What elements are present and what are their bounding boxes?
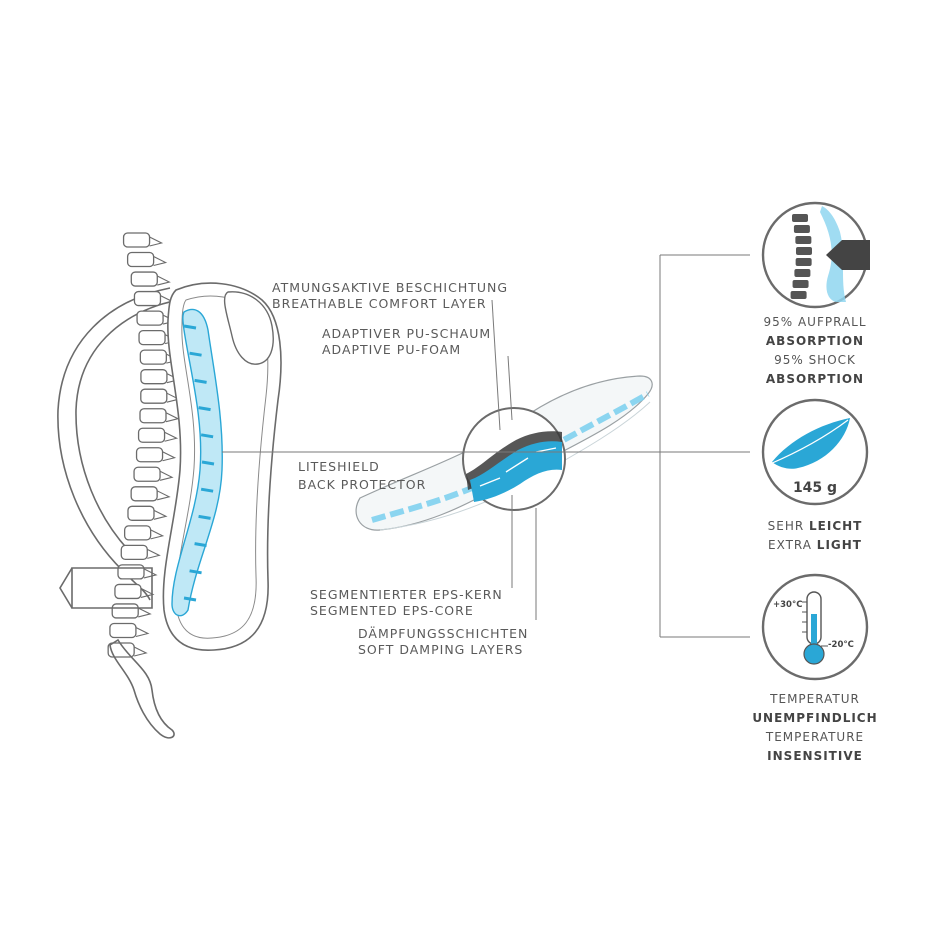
vertebra — [122, 232, 151, 248]
vertebra — [140, 369, 168, 385]
vertebra — [137, 427, 166, 443]
temperature-line1: TEMPERATUR — [770, 692, 860, 706]
mini-vertebra — [793, 225, 810, 233]
temp-cold-label: -20°C — [828, 640, 854, 650]
breathable-layer-en: BREATHABLE COMFORT LAYER — [272, 296, 487, 311]
temperature-text: TEMPERATUR UNEMPFINDLICH TEMPERATURE INS… — [735, 690, 895, 766]
damping-layers-en: SOFT DAMPING LAYERS — [358, 642, 524, 657]
absorption-line4: ABSORPTION — [765, 372, 865, 386]
mini-vertebra — [794, 269, 811, 277]
vertebra-process — [133, 646, 148, 657]
mini-vertebra — [795, 236, 812, 244]
product-name-line1: LITESHIELD — [298, 459, 380, 474]
vertebra-process — [156, 490, 171, 501]
absorption-line3: 95% SHOCK — [774, 353, 856, 367]
vertebra — [111, 603, 139, 619]
core-segment — [198, 514, 211, 520]
vertebrae-column — [107, 232, 181, 658]
core-segment — [194, 542, 207, 548]
vertebra-process — [159, 470, 174, 481]
absorption-text: 95% AUFPRALL ABSORPTION 95% SHOCK ABSORP… — [735, 313, 895, 389]
temperature-line4: INSENSITIVE — [767, 749, 863, 763]
absorption-line2: ABSORPTION — [765, 334, 865, 348]
vertebra — [139, 349, 167, 365]
vertebra-process — [140, 587, 155, 598]
core-segment — [198, 406, 211, 412]
product-name-line2: BACK PROTECTOR — [298, 477, 427, 492]
mini-spine — [790, 214, 812, 299]
vertebra-process — [150, 529, 165, 540]
vertebra-process — [162, 451, 177, 462]
vertebra — [123, 525, 152, 541]
core-segment — [201, 460, 215, 466]
protector-shell — [162, 282, 282, 651]
vertebra — [133, 290, 162, 307]
eps-core-de: SEGMENTIERTER EPS-KERN — [310, 587, 503, 602]
vertebra-process — [165, 412, 180, 423]
weight-text: SEHR LEICHT EXTRA LIGHT — [735, 517, 895, 555]
vertebra — [127, 505, 155, 521]
magnifier-detail — [462, 407, 566, 511]
mini-vertebra — [792, 214, 808, 222]
temperature-line3: TEMPERATURE — [765, 730, 865, 744]
thermometer-icon — [761, 573, 869, 681]
core-segment — [189, 569, 202, 575]
vertebra-process — [143, 568, 158, 579]
temperature-line2: UNEMPFINDLICH — [752, 711, 878, 725]
spine-shock-icon — [761, 201, 870, 309]
eps-core-en: SEGMENTED EPS-CORE — [310, 603, 474, 618]
weight-line2-a: EXTRA — [768, 538, 817, 552]
vertebra — [114, 583, 142, 600]
vertebra-process — [137, 607, 152, 618]
weight-line2: EXTRA LIGHT — [735, 536, 895, 555]
weight-line1-b: LEICHT — [809, 519, 863, 533]
vertebra — [117, 564, 145, 580]
vertebra-process — [164, 431, 179, 442]
mini-vertebra — [795, 258, 812, 266]
vertebra-process — [153, 509, 168, 520]
pu-foam-en: ADAPTIVE PU-FOAM — [322, 342, 462, 357]
weight-line1: SEHR LEICHT — [735, 517, 895, 536]
vertebra-process — [153, 256, 168, 267]
core-segment — [200, 433, 214, 439]
vertebra — [130, 271, 158, 287]
vertebra — [138, 329, 166, 346]
mini-vertebra — [790, 291, 807, 299]
vertebra — [126, 251, 155, 268]
vertebra — [130, 486, 158, 502]
core-segment — [183, 324, 197, 330]
sacrum — [109, 638, 175, 739]
core-segment — [183, 596, 197, 602]
vertebra-process — [147, 548, 161, 559]
core-segment — [200, 487, 214, 493]
vertebra — [120, 544, 148, 561]
vertebra — [136, 310, 164, 326]
core-segment — [194, 378, 207, 384]
vertebra — [139, 408, 167, 424]
vertebra — [140, 388, 168, 404]
feather-icon — [761, 398, 869, 506]
eps-core-segments — [183, 324, 215, 602]
mini-vertebra — [795, 247, 812, 255]
vertebra-process — [157, 275, 171, 286]
temp-hot-label: +30°C — [773, 600, 803, 610]
vertebra-process — [135, 626, 150, 638]
absorption-line1: 95% AUFPRALL — [763, 315, 867, 329]
core-segment — [189, 351, 202, 357]
vertebra — [109, 622, 137, 639]
spine-illustration — [57, 232, 181, 739]
pu-foam-de: ADAPTIVER PU-SCHAUM — [322, 326, 492, 341]
damping-layers-de: DÄMPFUNGSSCHICHTEN — [358, 626, 529, 641]
breathable-layer-de: ATMUNGSAKTIVE BESCHICHTUNG — [272, 280, 509, 295]
vertebra — [135, 447, 164, 463]
leader-lines — [222, 254, 750, 638]
weight-value: 145 g — [792, 480, 838, 496]
vertebra-process — [149, 236, 164, 247]
weight-line2-b: LIGHT — [816, 538, 862, 552]
mini-vertebra — [792, 280, 809, 288]
weight-line1-a: SEHR — [767, 519, 810, 533]
vertebra — [133, 466, 161, 482]
